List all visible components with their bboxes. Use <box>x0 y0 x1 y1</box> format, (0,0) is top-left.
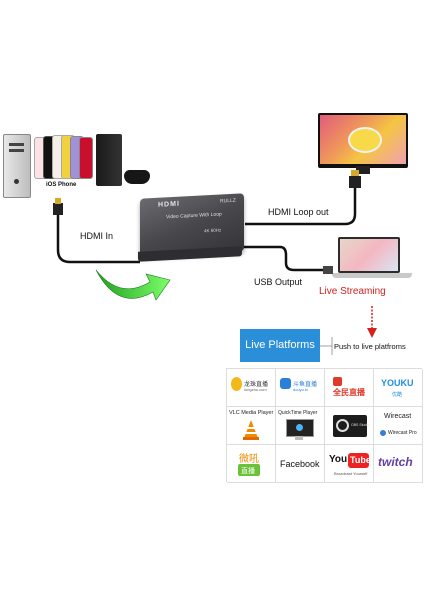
game-console-image <box>96 134 122 186</box>
platform-grid: 龙珠直播 longzhu.com 斗鱼直播 douyu.tv 全民直播 YOUK… <box>226 368 423 483</box>
hdmi-in-cable <box>56 212 140 264</box>
wirecast-logo-icon <box>380 430 386 436</box>
platform-name: QuickTime Player <box>278 410 318 416</box>
tv-image <box>318 113 408 174</box>
platform-name: 龙珠直播 <box>244 382 269 388</box>
device-brand-name: RULLZ <box>220 197 236 205</box>
push-arrow-head <box>367 328 377 338</box>
platform-twitch: twitch <box>374 445 423 483</box>
platform-sub: Broadcast Yourself <box>334 471 368 476</box>
platform-name: VLC Media Player <box>229 410 274 416</box>
platform-quanmin: 全民直播 <box>325 369 374 407</box>
live-platforms-label: Live Platforms <box>245 339 315 351</box>
douyu-logo-icon <box>280 378 291 389</box>
platform-douyu: 斗鱼直播 douyu.tv <box>276 369 325 407</box>
game-controller-icon <box>124 170 150 184</box>
platform-obs: OBS Studio <box>325 407 374 445</box>
quanmin-logo-icon <box>333 377 342 386</box>
platform-name: OBS Studio <box>351 423 370 427</box>
platform-vlc: VLC Media Player <box>227 407 276 445</box>
hdmi-in-label: HDMI In <box>80 231 114 241</box>
live-streaming-label: Live Streaming <box>319 286 386 297</box>
platform-youku: YOUKU 优酷 <box>374 369 423 407</box>
platform-sub: Wirecast Pro <box>388 430 417 436</box>
obs-logo-icon: OBS Studio <box>333 415 370 437</box>
platform-name: Wirecast <box>384 413 412 420</box>
platform-name: twitch <box>378 455 413 469</box>
longzhu-logo-icon <box>231 377 242 391</box>
usb-cable <box>240 245 325 272</box>
hdmi-loop-out-label: HDMI Loop out <box>268 207 329 217</box>
vlc-cone-icon <box>243 420 259 440</box>
hdmi-in-plug <box>53 203 63 215</box>
quicktime-monitor-icon <box>286 419 314 437</box>
platform-name: 微吼 <box>239 454 259 465</box>
platform-name: Facebook <box>280 459 320 469</box>
platform-wirecast: Wirecast Wirecast Pro <box>374 407 423 445</box>
platform-longzhu: 龙珠直播 longzhu.com <box>227 369 276 407</box>
ios-phone-label: iOS Phone <box>46 182 77 188</box>
pc-tower-image <box>3 134 31 198</box>
platform-weihou: 微吼 直播 <box>227 445 276 483</box>
platform-sub: longzhu.com <box>244 387 267 392</box>
device-resolution: 4K 60Hz <box>204 227 222 234</box>
laptop-image <box>332 237 412 279</box>
green-flow-arrow <box>95 269 171 301</box>
usb-output-label: USB Output <box>254 277 303 287</box>
platform-quicktime: QuickTime Player <box>276 407 325 445</box>
hdmi-loop-out-cable <box>245 188 357 226</box>
device-brand-logo: HDMI <box>158 200 180 209</box>
youtube-logo-icon: You Tube <box>329 452 371 469</box>
platform-youtube: You Tube Broadcast Yourself <box>325 445 374 483</box>
weihou-badge-icon: 直播 <box>238 464 260 476</box>
iphone-group-image <box>34 135 93 179</box>
live-platforms-box: Live Platforms <box>240 329 320 362</box>
platform-facebook: Facebook <box>276 445 325 483</box>
platform-sub: douyu.tv <box>293 387 309 392</box>
push-to-live-label: Push to live platfroms <box>334 342 406 351</box>
platform-sub: 优酷 <box>392 392 403 398</box>
device-title: Video Capture With Loop <box>166 211 222 221</box>
platform-name: 全民直播 <box>333 388 365 397</box>
platform-name: 斗鱼直播 <box>293 382 318 388</box>
platform-name: YOUKU <box>381 378 414 388</box>
platform-sub: 直播 <box>241 468 255 475</box>
